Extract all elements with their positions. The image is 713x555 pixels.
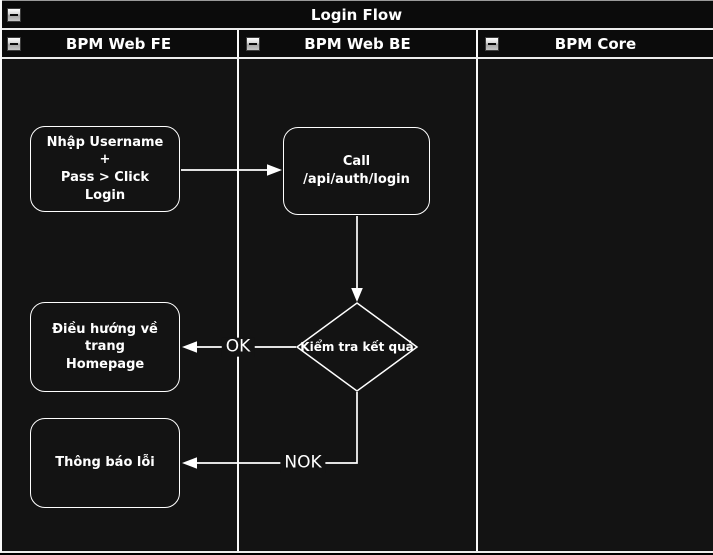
minus-icon bbox=[249, 42, 257, 45]
lane-divider bbox=[476, 30, 478, 551]
lane-header-bpm-web-fe[interactable]: BPM Web FE bbox=[0, 30, 237, 57]
collapse-button[interactable] bbox=[7, 7, 21, 22]
left-border bbox=[0, 0, 2, 552]
node-error-message[interactable]: Thông báo lỗi bbox=[30, 418, 180, 508]
node-enter-credentials[interactable]: Nhập Username + Pass > Click Login bbox=[30, 126, 180, 212]
collapse-button[interactable] bbox=[246, 36, 260, 51]
minus-icon bbox=[10, 42, 18, 45]
top-border bbox=[0, 0, 713, 1]
diagram-title-bar[interactable]: Login Flow bbox=[0, 1, 713, 28]
lane-title: BPM Core bbox=[554, 34, 637, 53]
edge-label-ok[interactable]: OK bbox=[221, 337, 255, 357]
minus-icon bbox=[10, 13, 18, 16]
separator bbox=[0, 57, 713, 59]
lane-title: BPM Web BE bbox=[304, 34, 411, 53]
diagram-title: Login Flow bbox=[310, 5, 403, 24]
bottom-border bbox=[0, 551, 713, 553]
lane-divider bbox=[237, 30, 239, 551]
node-call-login-api[interactable]: Call /api/auth/login bbox=[283, 127, 430, 215]
collapse-button[interactable] bbox=[7, 36, 21, 51]
node-redirect-homepage[interactable]: Điều hướng về trang Homepage bbox=[30, 302, 180, 392]
minus-icon bbox=[488, 42, 496, 45]
separator bbox=[0, 28, 713, 30]
edge-label-nok[interactable]: NOK bbox=[280, 453, 326, 473]
lane-header-bpm-core[interactable]: BPM Core bbox=[478, 30, 713, 57]
lane-title: BPM Web FE bbox=[65, 34, 172, 53]
collapse-button[interactable] bbox=[485, 36, 499, 51]
node-check-result-label[interactable]: Kiểm tra kết quả bbox=[300, 340, 414, 354]
lane-header-bpm-web-be[interactable]: BPM Web BE bbox=[239, 30, 476, 57]
